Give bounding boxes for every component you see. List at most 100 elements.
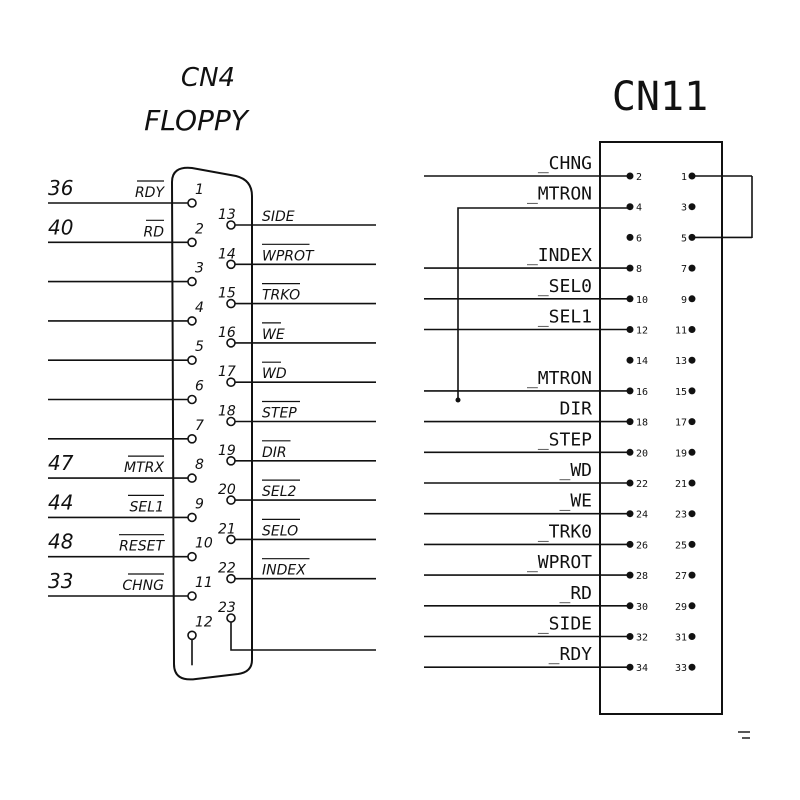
cn4-pin-circle <box>226 613 236 623</box>
cn4-pin-label: DIR <box>262 445 287 461</box>
cn4-pin-number: 12 <box>195 614 213 630</box>
cn4-pin-circle <box>226 338 236 348</box>
cn4-pin-circle <box>187 433 197 444</box>
mtron-jumper-wire <box>457 207 630 400</box>
cn11-odd-pin-number: 3 <box>681 203 687 214</box>
cn4-pin-circle <box>226 495 236 505</box>
cn11-odd-pin <box>688 633 696 640</box>
cn4-pin-number: 16 <box>218 325 236 341</box>
cn11-odd-pin-number: 13 <box>675 356 687 367</box>
cn4-pin-label: WD <box>262 366 287 382</box>
cn11-even-pin <box>626 203 634 211</box>
cn11-even-pin-number: 34 <box>636 663 648 674</box>
cn4-pin-number: 23 <box>218 600 236 616</box>
cn4-pin-label: SELO <box>262 523 298 539</box>
cn4-pin-number: 14 <box>218 246 236 262</box>
cn4-left-pins: 1RDY362RD40345678MTRX479SEL14410RESET481… <box>48 176 213 666</box>
cn4-pin-number: 10 <box>195 536 213 552</box>
cn11-odd-pin <box>688 571 696 579</box>
cn11-odd-pin-number: 23 <box>675 510 687 521</box>
cn4-pin-number: 5 <box>195 339 204 355</box>
cn11-odd-pin <box>688 663 696 671</box>
cn4-pin-number: 15 <box>218 286 236 302</box>
cn4-pin-number: 20 <box>218 482 236 498</box>
cn4-pin-label: WPROT <box>262 248 315 264</box>
cn4-subtitle: FLOPPY <box>144 104 250 137</box>
cn11-odd-pin-number: 19 <box>675 448 687 459</box>
cn11-connector-body <box>599 141 723 715</box>
cn11-even-pin-number: 24 <box>636 510 648 521</box>
cn11-odd-pin <box>688 540 696 548</box>
cn4-pin-number: 17 <box>218 364 236 380</box>
cn11-even-pin-number: 12 <box>636 326 648 337</box>
cn4-pin-label: STEP <box>262 406 297 422</box>
cn11-odd-pin <box>688 448 696 456</box>
cn11-odd-pin-number: 21 <box>675 479 687 490</box>
cn11-even-pin-number: 2 <box>636 172 642 183</box>
cn4-pin-circle <box>187 276 197 287</box>
cn4-pin-circle <box>226 377 236 388</box>
junction-dot <box>455 397 461 403</box>
cn11-even-pin-number: 30 <box>636 602 648 613</box>
cn11-odd-pin-number: 17 <box>675 418 687 429</box>
cn4-pin-number: 21 <box>218 521 236 537</box>
cn4-wire-ref: 48 <box>48 530 73 554</box>
cn4-pin-number: 3 <box>195 261 204 277</box>
cn11-signal-label: _STEP <box>538 429 592 450</box>
cn11-even-pin-number: 32 <box>636 633 648 644</box>
cn4-pin-circle <box>187 316 197 326</box>
cn4-pin-number: 1 <box>195 182 204 198</box>
cn4-pin-label: SEL1 <box>130 499 164 515</box>
cn4-pin-number: 7 <box>195 418 204 434</box>
cn4-pin-circle <box>226 298 236 309</box>
cn4-pin-number: 8 <box>195 457 204 473</box>
cn4-pin-label: RESET <box>119 539 165 555</box>
cn11-even-pin-number: 26 <box>636 540 648 551</box>
cn4-pin-number: 22 <box>218 561 236 577</box>
cn11-even-pin-number: 6 <box>636 233 642 244</box>
cn11-signal-label: _WE <box>559 491 592 512</box>
cn4-wire-ref: 44 <box>48 490 73 514</box>
cn11-odd-pin-number: 33 <box>675 663 687 674</box>
cn11-even-pin-number: 8 <box>636 264 642 275</box>
cn4-title: CN4 <box>181 63 235 93</box>
cn11-even-pin-number: 20 <box>636 448 648 459</box>
cn11-odd-pin <box>688 418 696 426</box>
cn11-even-pin-number: 22 <box>636 479 648 490</box>
cn4-pin-circle <box>187 512 197 523</box>
cn11-odd-pin-number: 27 <box>675 571 687 582</box>
cn4-wire-ref: 47 <box>48 451 74 475</box>
cn11-odd-pin <box>688 387 696 395</box>
cn4-pin-label: CHNG <box>122 578 164 594</box>
cn4-pin-circle <box>187 237 197 248</box>
cn11-odd-pin <box>688 356 696 364</box>
cn4-pin-label: RD <box>143 224 164 240</box>
cn4-pin-number: 2 <box>195 221 204 237</box>
cn4-pin-number: 13 <box>218 207 236 223</box>
cn4-pin-circle <box>226 259 236 270</box>
cn4-pin-label: SIDE <box>262 209 295 225</box>
cn11-signal-label: _RDY <box>549 644 593 665</box>
cn4-pin-circle <box>187 591 197 601</box>
cn4-pin-label: MTRX <box>124 460 164 476</box>
cn11-signal-label: _CHNG <box>538 153 592 174</box>
cn11-odd-pin-number: 7 <box>681 264 687 275</box>
cn11-odd-pin <box>688 510 696 518</box>
cn4-pin-circle <box>226 455 236 466</box>
cn4-wire-ref: 40 <box>48 215 73 239</box>
cn11-odd-pin <box>688 326 696 333</box>
cn11-even-pin <box>626 356 634 364</box>
cn4-wire-ref: 33 <box>48 569 73 593</box>
cn4-pin-label: SEL2 <box>262 484 297 500</box>
cn4-pin23-wire <box>230 622 376 651</box>
cn11-signal-label: _MTRON <box>527 368 592 389</box>
cn11-odd-pin-number: 9 <box>681 295 687 306</box>
cn11-odd-pin-number: 1 <box>681 172 687 183</box>
cn11-signal-label: _INDEX <box>527 245 592 266</box>
cn4-pin-label: TRKO <box>262 288 300 304</box>
cn4-pin-number: 9 <box>195 496 204 512</box>
cn11-odd-pin-number: 29 <box>675 602 687 613</box>
cn11-odd-pin <box>688 602 696 610</box>
